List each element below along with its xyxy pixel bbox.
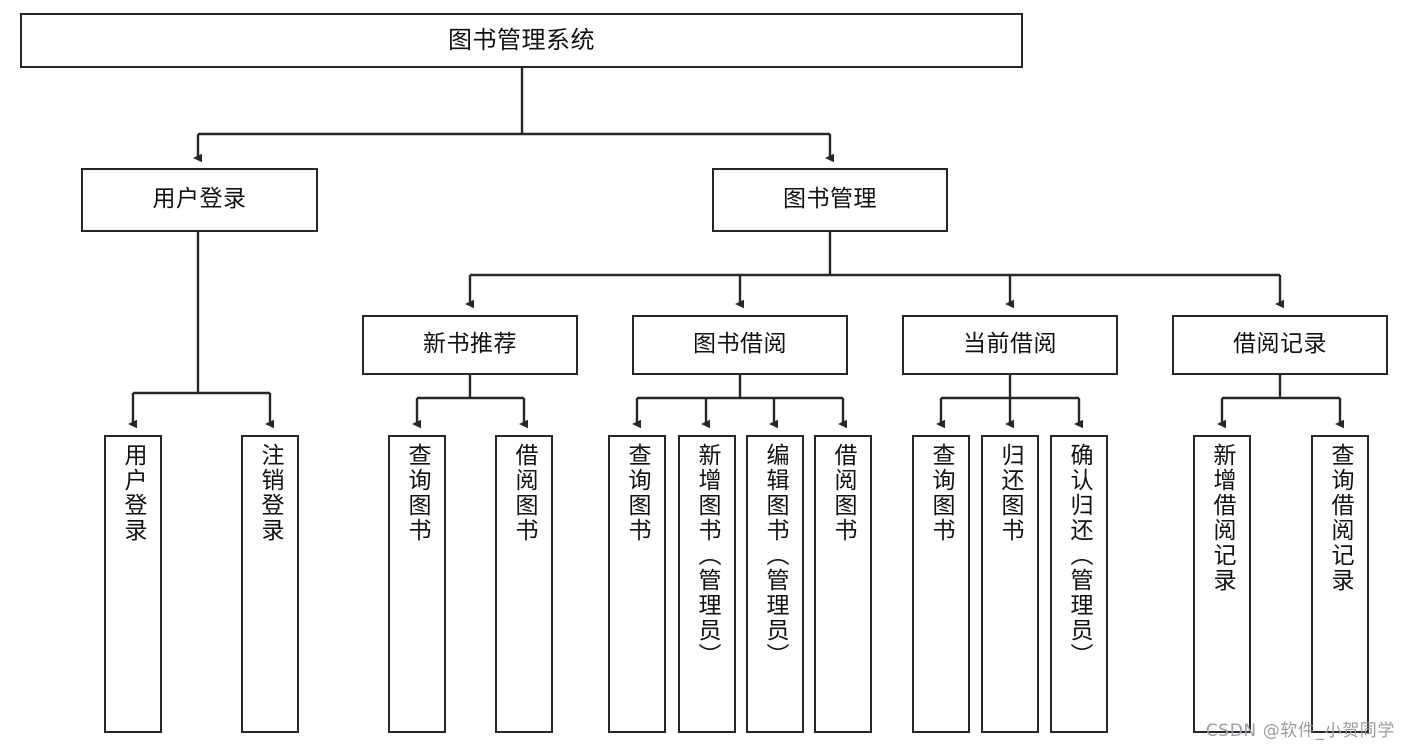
node-label: 确认归还（管理员） (1066, 443, 1093, 668)
node-borrow-record[interactable]: 借阅记录 (1172, 315, 1388, 375)
node-label: 新书推荐 (423, 331, 517, 358)
node-leaf-query-book-borrow[interactable]: 查询图书 (608, 435, 666, 733)
node-label: 用户登录 (152, 186, 247, 213)
node-user-login[interactable]: 用户登录 (81, 168, 318, 232)
node-leaf-logout-login[interactable]: 注销登录 (241, 435, 299, 733)
node-label: 借阅记录 (1233, 331, 1327, 358)
node-label: 查询图书 (404, 443, 431, 543)
node-label: 借阅图书 (830, 443, 857, 543)
node-leaf-confirm-return-admin[interactable]: 确认归还（管理员） (1050, 435, 1108, 733)
node-label: 查询借阅记录 (1327, 443, 1354, 593)
node-root-book-management-system[interactable]: 图书管理系统 (20, 13, 1023, 68)
node-label: 借阅图书 (511, 443, 538, 543)
node-label: 图书管理系统 (448, 26, 595, 55)
node-label: 查询图书 (624, 443, 651, 543)
node-leaf-query-borrow-record[interactable]: 查询借阅记录 (1311, 435, 1369, 733)
node-label: 注销登录 (257, 443, 284, 543)
node-label: 图书借阅 (693, 331, 787, 358)
node-new-book-recommend[interactable]: 新书推荐 (362, 315, 578, 375)
node-label: 用户登录 (120, 443, 147, 543)
node-label: 归还图书 (997, 443, 1024, 543)
node-label: 图书管理 (783, 186, 877, 213)
node-label: 编辑图书（管理员） (762, 443, 789, 668)
node-book-management[interactable]: 图书管理 (712, 168, 948, 232)
node-leaf-add-borrow-record[interactable]: 新增借阅记录 (1193, 435, 1251, 733)
node-label: 新增图书（管理员） (694, 443, 721, 668)
node-label: 当前借阅 (963, 331, 1057, 358)
node-leaf-user-login[interactable]: 用户登录 (104, 435, 162, 733)
node-leaf-borrow-book-recommend[interactable]: 借阅图书 (495, 435, 553, 733)
node-label: 查询图书 (928, 443, 955, 543)
node-leaf-query-book-current[interactable]: 查询图书 (912, 435, 970, 733)
node-label: 新增借阅记录 (1209, 443, 1236, 593)
node-current-borrow[interactable]: 当前借阅 (902, 315, 1118, 375)
node-leaf-query-book-recommend[interactable]: 查询图书 (388, 435, 446, 733)
node-leaf-borrow-book[interactable]: 借阅图书 (814, 435, 872, 733)
node-leaf-return-book[interactable]: 归还图书 (981, 435, 1039, 733)
node-leaf-add-book-admin[interactable]: 新增图书（管理员） (678, 435, 736, 733)
node-leaf-edit-book-admin[interactable]: 编辑图书（管理员） (746, 435, 804, 733)
node-book-borrow[interactable]: 图书借阅 (632, 315, 848, 375)
